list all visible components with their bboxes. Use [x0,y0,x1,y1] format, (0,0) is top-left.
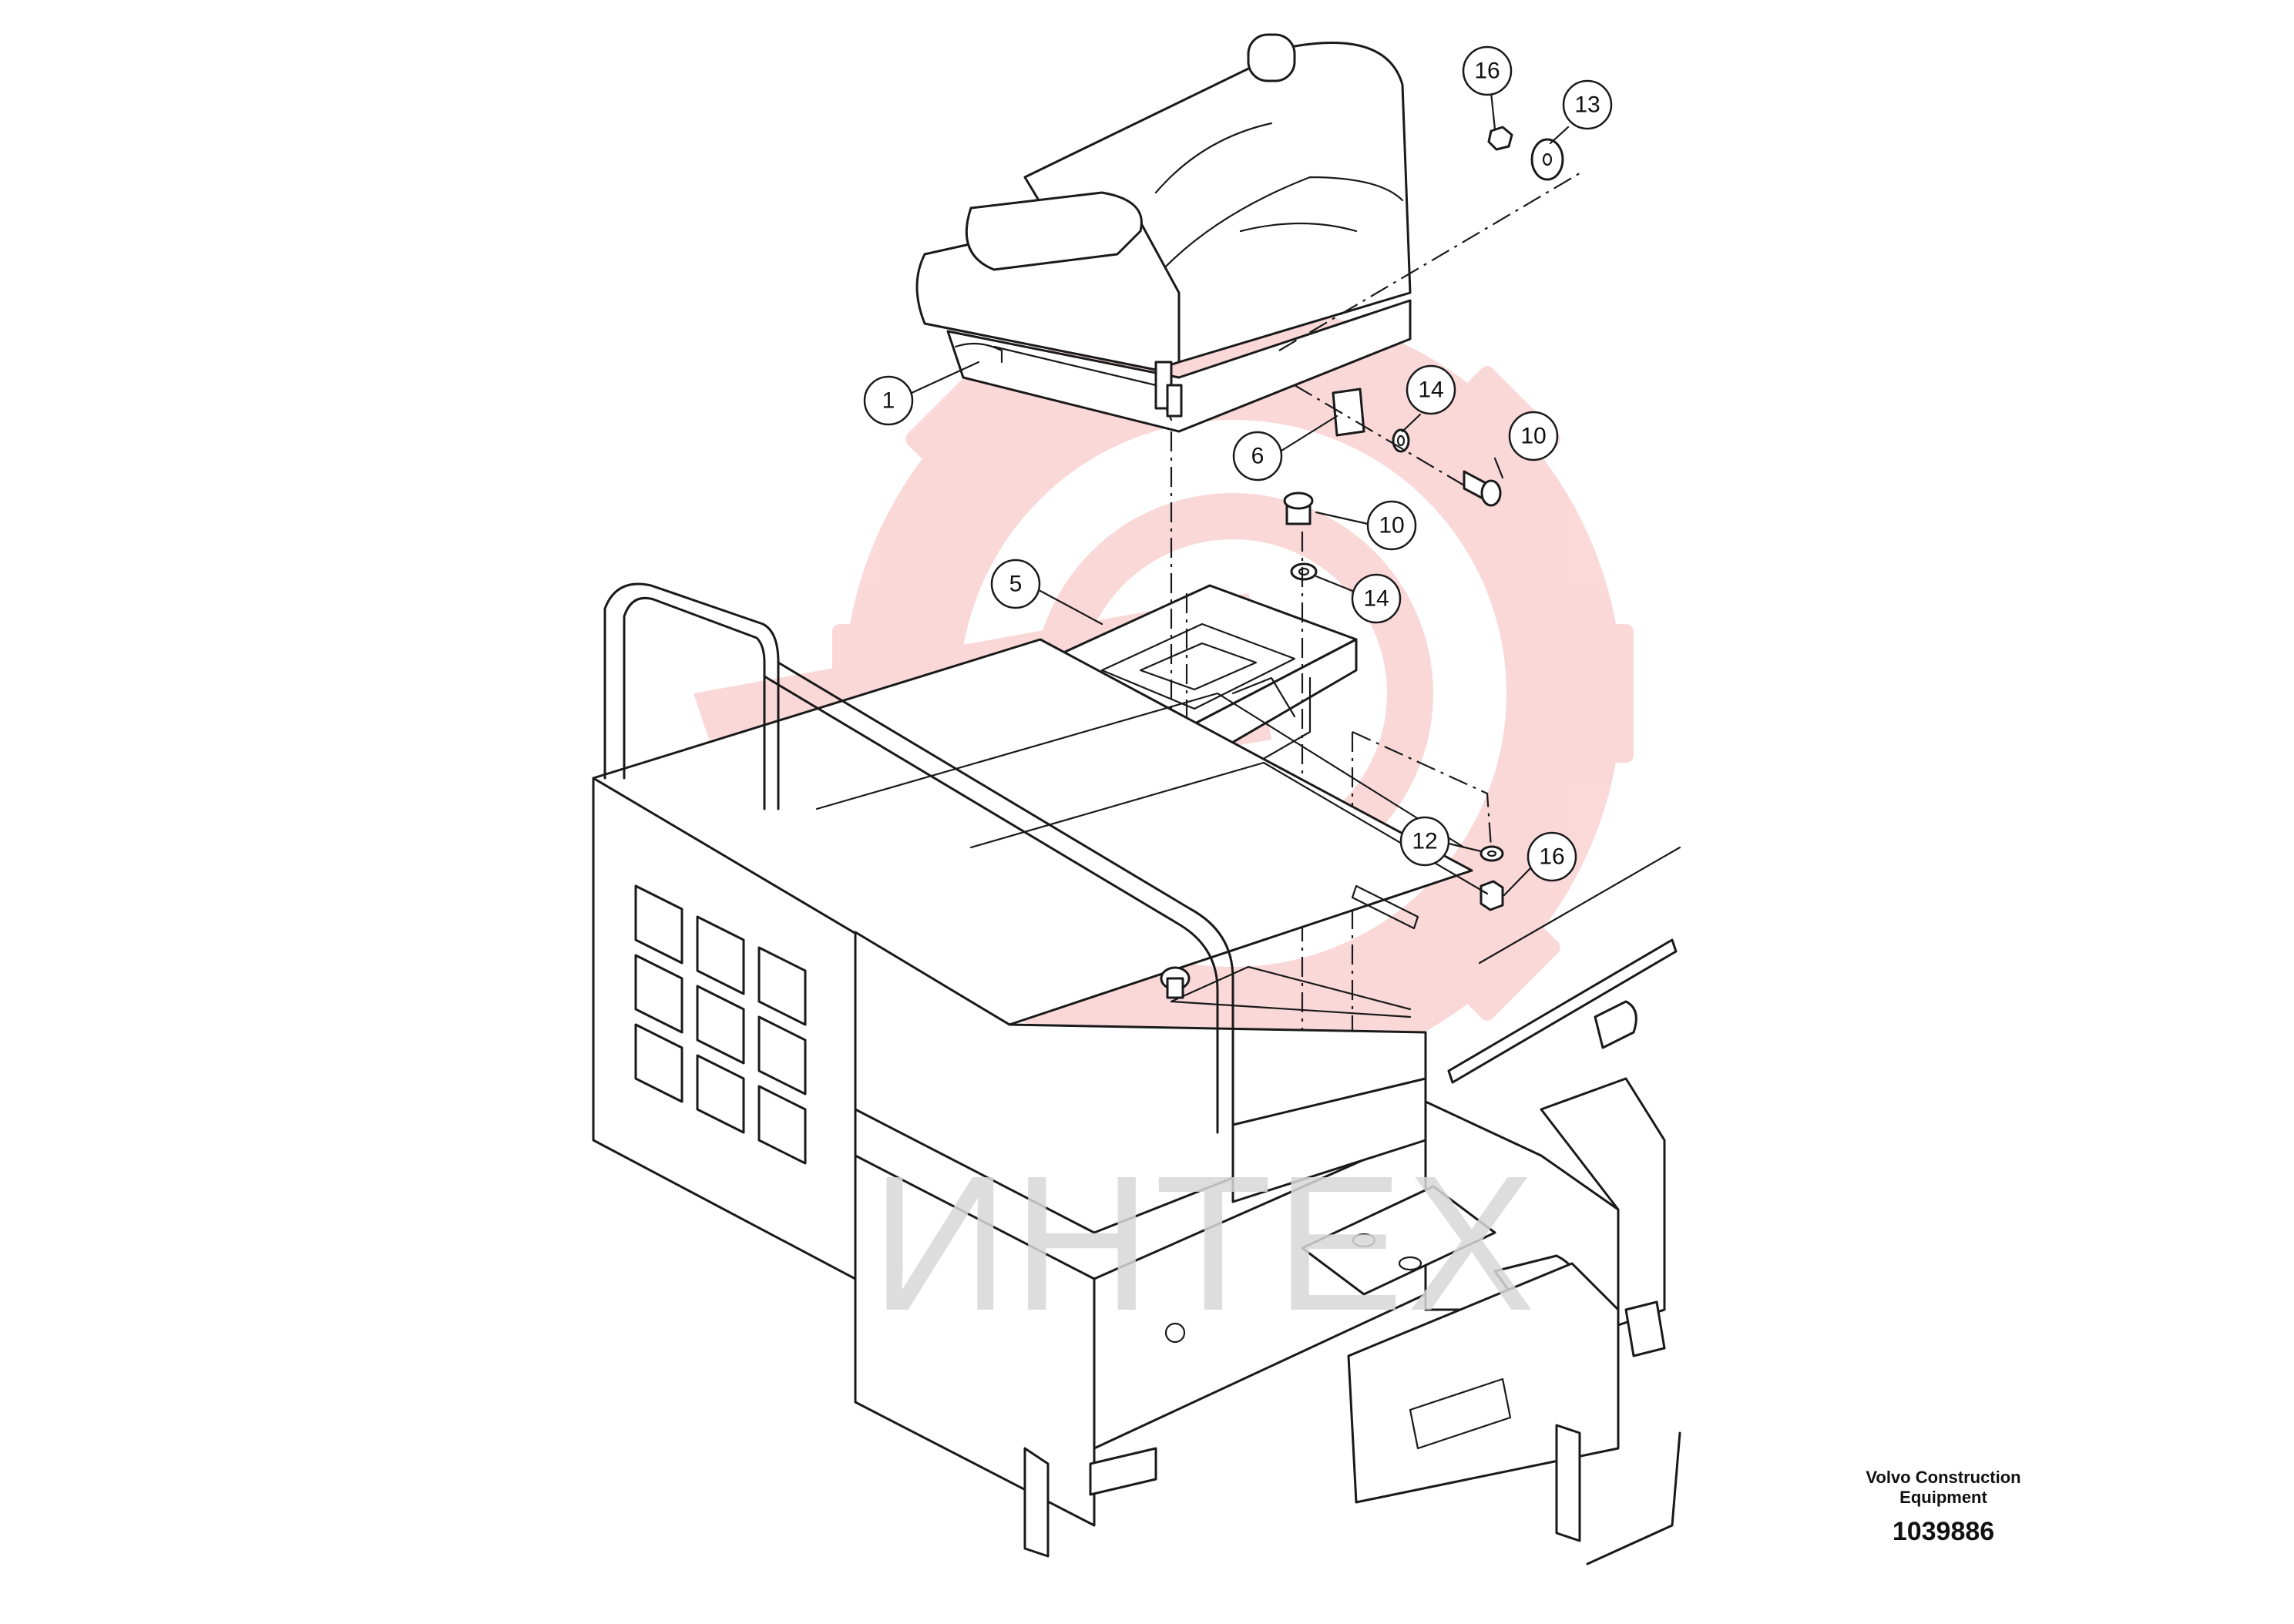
callout-1: 1 [863,375,914,426]
part-number: 1039886 [1892,1517,1995,1546]
nut-16-upper [1487,126,1513,151]
callout-16-lower: 16 [1527,831,1577,882]
callout-label: 5 [1009,572,1023,597]
callout-label: 14 [1363,586,1389,612]
callout-10-right: 10 [1508,411,1559,461]
callout-label: 12 [1412,829,1437,854]
seat-base [946,299,1412,433]
seat-hardware [1283,126,1564,911]
callout-label: 13 [1574,92,1600,118]
callout-label: 6 [1251,444,1265,469]
callout-label: 10 [1379,513,1404,539]
callout-leaders [910,91,1570,897]
handrail-rear [603,582,780,810]
callout-12: 12 [1399,816,1450,867]
bracket-6 [1332,388,1365,437]
callout-label: 1 [882,388,895,414]
callout-13: 13 [1562,79,1613,130]
washer-13 [1530,138,1564,181]
lower-front-panel [854,1154,1096,1527]
machine-frame [592,582,1681,1565]
nut-16-lower [1480,880,1504,911]
callout-14-upper: 14 [1406,364,1456,415]
callout-label: 14 [1418,377,1443,403]
callout-label: 16 [1539,844,1564,870]
watermark-text: ИНТЕХ [871,1136,1538,1351]
seat-headrest-knob [1247,33,1296,82]
callout-6: 6 [1232,431,1283,481]
seat-assembly [915,33,1412,433]
callout-label: 16 [1474,59,1500,84]
washer-12 [1480,845,1504,862]
deck-strip [1447,938,1678,1084]
seat-armrest [965,191,1143,271]
callout-10-vertical: 10 [1366,500,1417,551]
callout-16-upper: 16 [1462,45,1513,96]
callout-5: 5 [990,559,1041,609]
callout-14-lower: 14 [1351,573,1402,624]
company-name: Volvo Construction Equipment [1866,1468,2021,1507]
handrail-front [777,661,1234,1126]
washer-14-lower [1290,562,1318,581]
vent-grille [634,884,807,1165]
brand-block: Volvo Construction Equipment 1039886 [1820,1468,2067,1547]
callout-label: 10 [1520,424,1546,449]
